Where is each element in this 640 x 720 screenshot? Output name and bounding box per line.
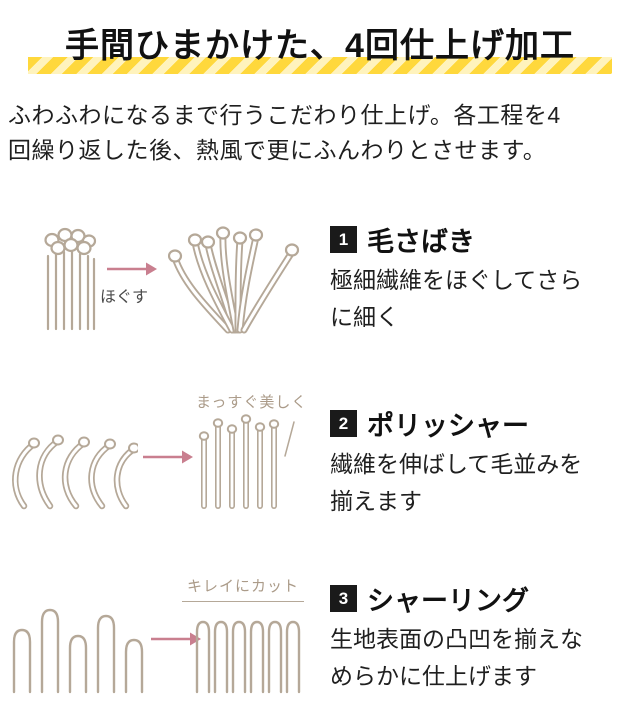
step1-title: 毛さばき (367, 227, 475, 257)
step2-desc-line-1: 繊維を伸ばして毛並みを (330, 451, 583, 477)
straight-fibers-illustration (198, 414, 295, 509)
fiber-spread-illustration (168, 226, 300, 334)
step2-caption: まっすぐ美しく (196, 394, 308, 411)
bent-fibers-illustration (12, 434, 138, 510)
uneven-loops-illustration (12, 608, 144, 694)
step3-title: シャーリング (367, 586, 529, 616)
step3-description: 生地表面の凸凹を揃えな めらかに仕上げます (330, 621, 602, 695)
step3-desc-line-2: めらかに仕上げます (330, 663, 537, 689)
step3-caption: キレイにカット (182, 575, 304, 602)
page-title: 手間ひまかけた、4回仕上げ加工 (65, 27, 575, 65)
step1-desc-line-1: 極細繊維をほぐしてさら (330, 267, 583, 293)
step2-description: 繊維を伸ばして毛並みを 揃えます (330, 446, 602, 520)
arrow-right-icon (143, 450, 193, 464)
step2-title: ポリッシャー (367, 411, 529, 441)
even-loops-illustration (195, 620, 301, 694)
step1-description: 極細繊維をほぐしてさら に細く (330, 262, 602, 336)
step2-number-badge: 2 (330, 410, 357, 437)
step1-desc-line-2: に細く (330, 304, 399, 330)
intro-line-2: 回繰り返した後、熱風で更にふんわりとさせます。 (8, 137, 547, 163)
step3-desc-line-1: 生地表面の凸凹を揃えな (330, 626, 583, 652)
step1-caption: ほぐす (100, 289, 149, 306)
step1-number-badge: 1 (330, 226, 357, 253)
step3-number-badge: 3 (330, 585, 357, 612)
step2-desc-line-2: 揃えます (330, 488, 422, 514)
arrow-right-icon (107, 262, 157, 276)
arrow-right-icon (151, 632, 201, 646)
intro-paragraph: ふわふわになるまで行うこだわり仕上げ。各工程を4 回繰り返した後、熱風で更にふん… (8, 98, 636, 168)
intro-line-1: ふわふわになるまで行うこだわり仕上げ。各工程を4 (8, 102, 561, 128)
fiber-bundle-illustration (44, 227, 97, 331)
title-highlight-ribbon (28, 57, 612, 74)
